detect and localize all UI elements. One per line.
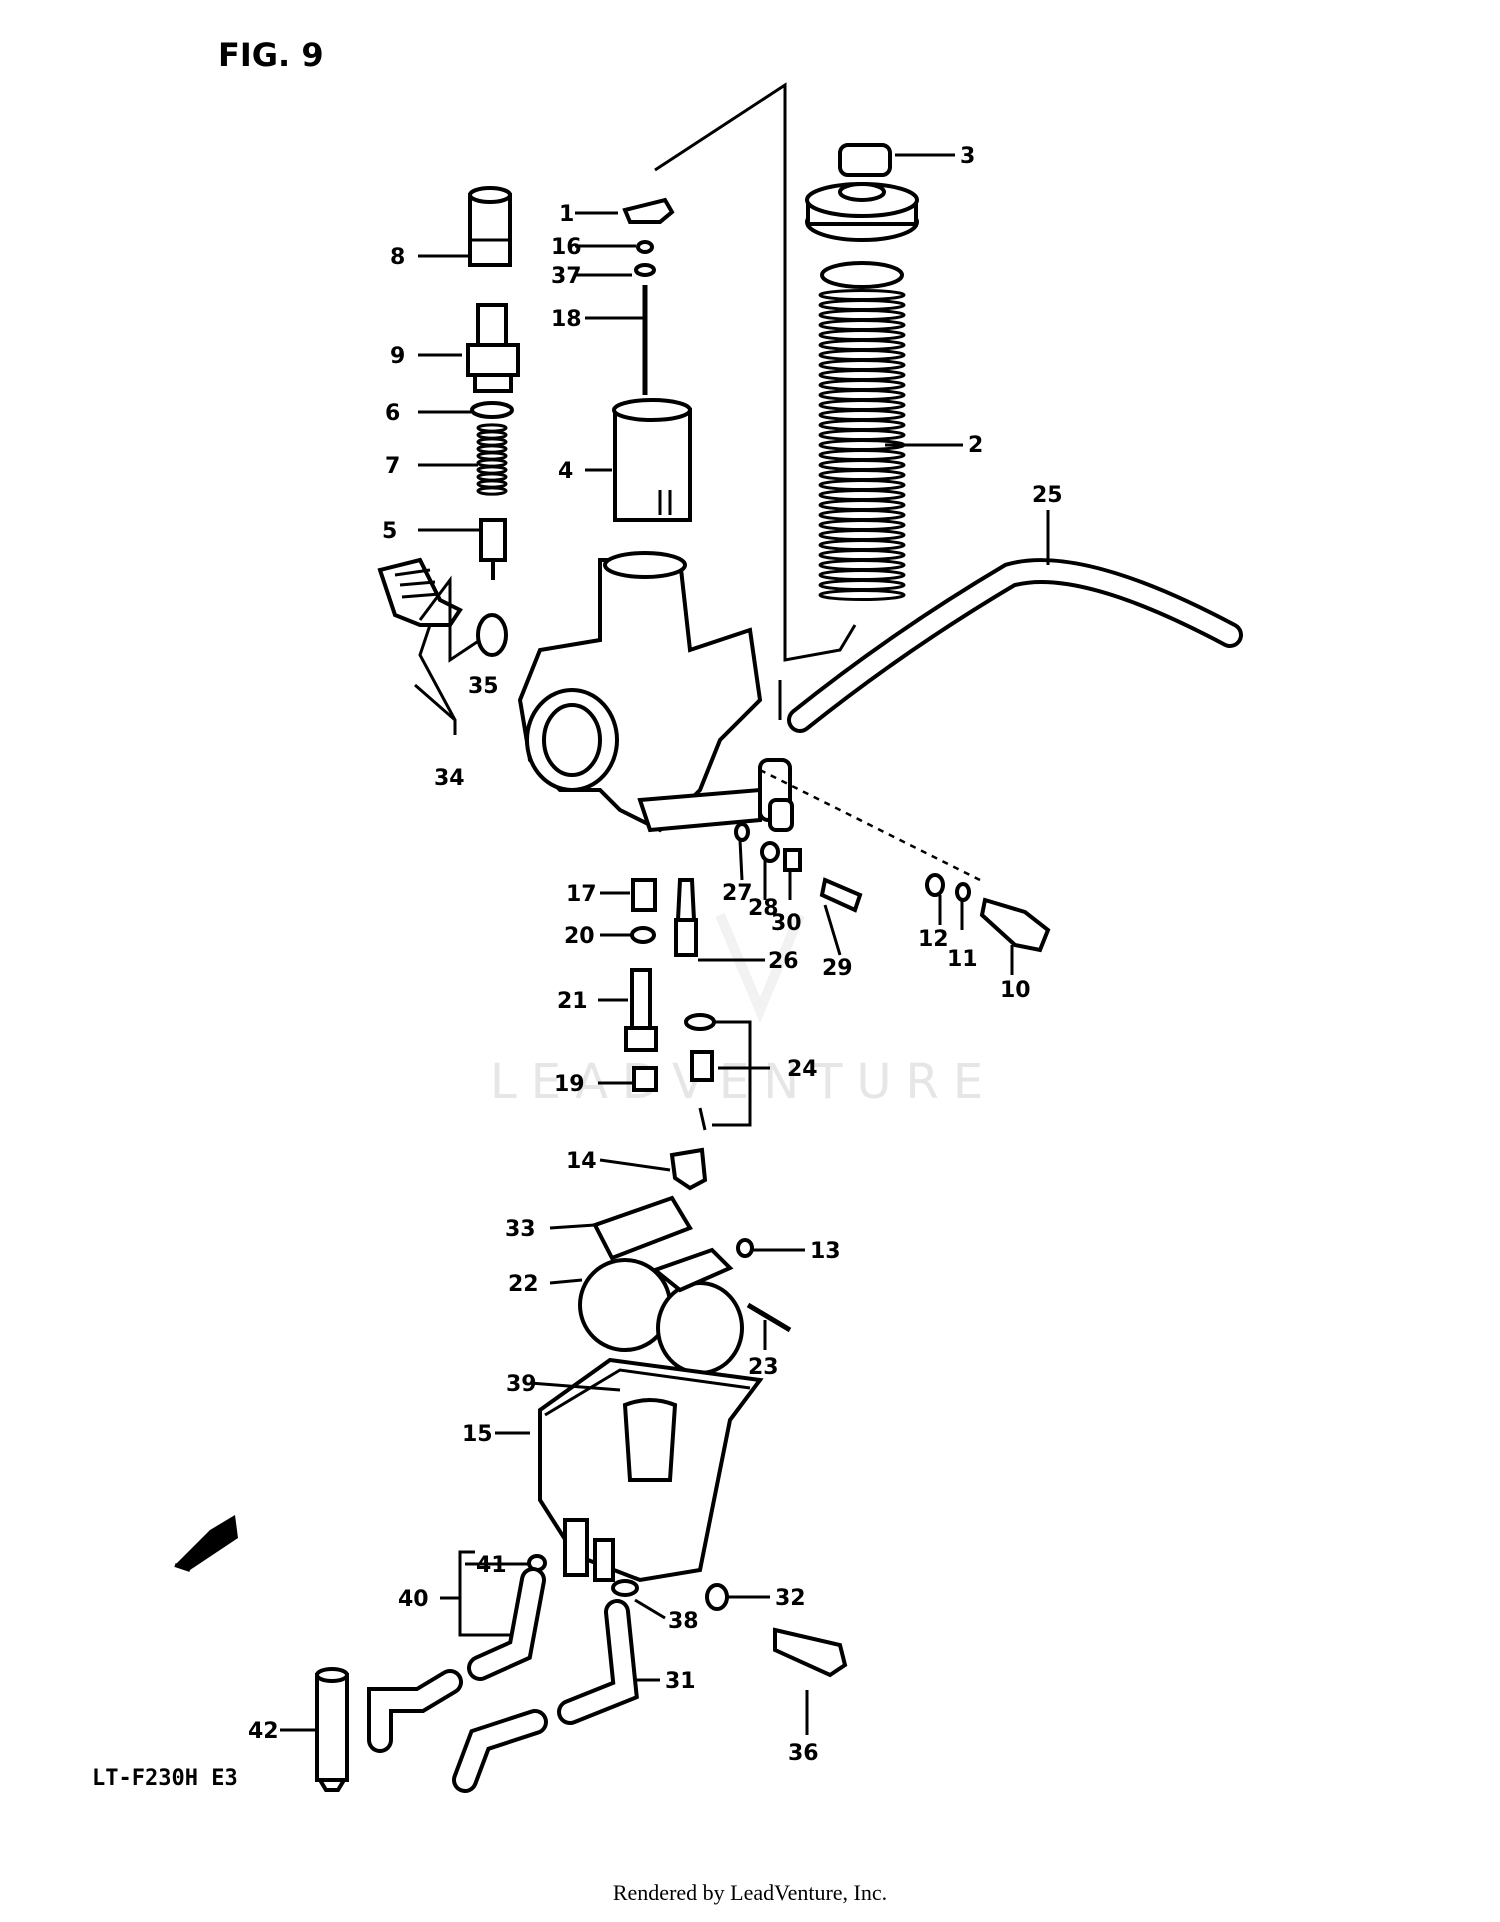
callout-37: 37 (551, 264, 582, 289)
callout-1: 1 (559, 202, 574, 227)
callout-36: 36 (788, 1741, 819, 1766)
part-35-gasket (476, 613, 508, 657)
part-8-cap (468, 186, 512, 267)
part-top-cap-ring (805, 182, 919, 289)
part-40-drain-hose (367, 1567, 546, 1753)
callout-9: 9 (390, 344, 405, 369)
part-10-throttle-stop-screw (979, 897, 1051, 953)
fwd-arrow-icon (174, 1515, 238, 1572)
callout-8: 8 (390, 245, 405, 270)
part-23-pin (746, 1302, 792, 1333)
part-24-float-valve-set (684, 1013, 716, 1131)
part-29-pilot-screw (819, 877, 863, 913)
footer-credit: Rendered by LeadVenture, Inc. (612, 1880, 888, 1905)
part-31-drain-hose (452, 1599, 639, 1793)
part-19-jet-holder (632, 1066, 658, 1092)
callout-19: 19 (554, 1072, 585, 1097)
part-32-drain-plug (705, 1583, 729, 1611)
callout-10: 10 (1000, 978, 1031, 1003)
part-9-plunger-nut (466, 303, 520, 393)
part-34-starter-assy (377, 557, 463, 627)
part-37-washer (634, 263, 656, 277)
part-11-washer (955, 882, 971, 902)
callout-41: 41 (476, 1553, 507, 1578)
part-14-clip (669, 1147, 708, 1191)
part-6-ring (470, 401, 514, 419)
part-28-washer (760, 841, 780, 863)
callout-31: 31 (665, 1669, 696, 1694)
part-21-needle-jet (624, 968, 658, 1052)
part-3-cap (838, 143, 892, 177)
callout-12: 12 (918, 927, 949, 952)
part-15-float-bowl (538, 1357, 764, 1583)
part-22-float (578, 1247, 744, 1375)
callout-2: 2 (968, 433, 983, 458)
figure-title: FIG. 9 (218, 36, 324, 74)
callout-3: 3 (960, 144, 975, 169)
callout-24: 24 (787, 1057, 818, 1082)
callout-11: 11 (947, 947, 978, 972)
part-2-spring (818, 289, 906, 601)
part-13-screw (736, 1238, 754, 1258)
callout-29: 29 (822, 956, 853, 981)
callout-30: 30 (771, 911, 802, 936)
callout-5: 5 (382, 519, 397, 544)
callout-26: 26 (768, 949, 799, 974)
callout-25: 25 (1032, 483, 1063, 508)
callout-38: 38 (668, 1609, 699, 1634)
part-27-spring (734, 822, 750, 842)
callout-42: 42 (248, 1719, 279, 1744)
part-25-vent-hose (787, 558, 1243, 733)
callout-13: 13 (810, 1239, 841, 1264)
part-20-washer (630, 926, 656, 944)
callout-15: 15 (462, 1422, 493, 1447)
callout-21: 21 (557, 989, 588, 1014)
callout-39: 39 (506, 1372, 537, 1397)
callout-20: 20 (564, 924, 595, 949)
callout-22: 22 (508, 1272, 539, 1297)
part-16-clip (636, 240, 654, 254)
callout-33: 33 (505, 1217, 536, 1242)
callout-32: 32 (775, 1586, 806, 1611)
part-36-drain-screw (773, 1627, 848, 1678)
leader-lines (280, 82, 1050, 1735)
callout-6: 6 (385, 401, 400, 426)
part-1-retainer (622, 197, 675, 224)
part-26-pilot-jet (674, 878, 698, 957)
callout-14: 14 (566, 1149, 597, 1174)
callout-34: 34 (434, 766, 465, 791)
part-4-throttle-valve (612, 398, 692, 522)
callout-labels: 1 2 3 4 5 6 7 8 9 10 11 12 13 14 15 16 1… (248, 144, 1063, 1766)
watermark-logo-icon (715, 913, 805, 1023)
callout-27: 27 (722, 881, 753, 906)
callout-4: 4 (558, 459, 573, 484)
part-42-pipe (315, 1667, 349, 1792)
callout-23: 23 (748, 1355, 779, 1380)
callout-35: 35 (468, 674, 499, 699)
callout-7: 7 (385, 454, 400, 479)
callout-18: 18 (551, 307, 582, 332)
part-12-o-ring (925, 873, 945, 897)
callout-17: 17 (566, 882, 597, 907)
part-33-gasket (592, 1195, 693, 1261)
callout-40: 40 (398, 1587, 429, 1612)
part-30-spring (783, 848, 802, 872)
part-7-spring (476, 423, 508, 496)
part-5-plunger (479, 518, 507, 580)
carburetor-body (517, 551, 794, 833)
part-38-ring (611, 1579, 639, 1597)
callout-16: 16 (551, 235, 582, 260)
model-code: LT-F230H E3 (92, 1766, 238, 1791)
callout-28: 28 (748, 896, 779, 921)
watermark-text: LEADVENTURE (490, 1054, 997, 1110)
part-17-main-jet (631, 878, 657, 912)
